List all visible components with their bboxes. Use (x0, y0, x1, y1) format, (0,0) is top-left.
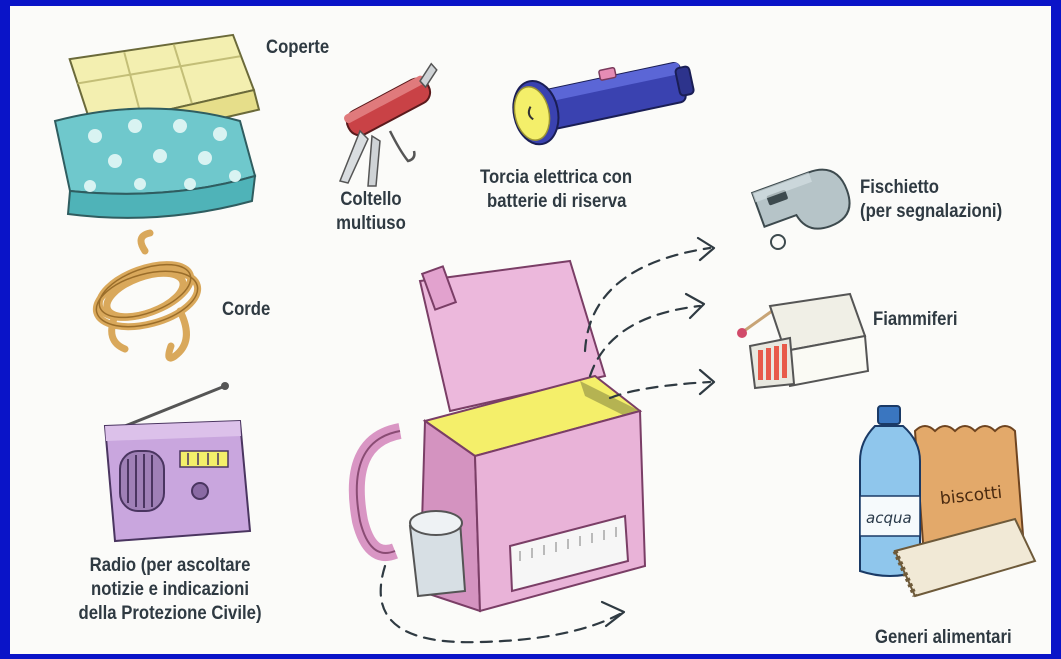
matchbox-icon (737, 292, 870, 390)
label-whistle-line1: Fischietto (860, 177, 939, 198)
label-knife-line2: multiuso (336, 213, 406, 234)
arrowhead-whistle (696, 236, 716, 262)
label-matches: Fiammiferi (873, 309, 958, 330)
illustration-frame: Coperte Coltello multiuso Torcia elettri… (10, 6, 1051, 654)
multitool-knife-icon (338, 62, 438, 187)
label-blankets: Coperte (266, 37, 330, 58)
arrow-to-food (608, 380, 712, 400)
label-radio-line1: Radio (per ascoltare (89, 555, 251, 576)
label-whistle-line2: (per segnalazioni) (860, 201, 1003, 222)
label-flashlight-line1: Torcia elettrica con (480, 167, 633, 188)
label-flashlight-line2: batterie di riserva (487, 191, 627, 212)
dashed-arrows (379, 236, 716, 644)
backpack-icon (348, 259, 647, 613)
flashlight-icon (512, 61, 695, 146)
label-radio: Radio (per ascoltare notizie e indicazio… (38, 554, 302, 626)
whistle-icon (750, 168, 851, 250)
label-knife: Coltello multiuso (331, 188, 410, 236)
rope-coil-icon (92, 229, 202, 362)
label-knife-line1: Coltello (340, 189, 402, 210)
arrow-around-bag (379, 564, 622, 644)
food-supplies-icon: biscotti acqua (859, 405, 1037, 598)
radio-icon (103, 382, 252, 543)
arrowhead-matches (684, 292, 706, 320)
arrow-to-matches (588, 304, 702, 378)
arrowhead-bag (600, 600, 626, 628)
label-radio-line2: notizie e indicazioni (91, 579, 249, 600)
label-whistle: Fischietto (per segnalazioni) (860, 176, 1002, 224)
label-ropes: Corde (222, 299, 271, 320)
water-text: acqua (866, 509, 912, 527)
label-food: Generi alimentari (875, 627, 1012, 648)
label-flashlight: Torcia elettrica con batterie di riserva (480, 166, 632, 214)
label-radio-line3: della Protezione Civile) (78, 603, 262, 624)
blankets-icon (53, 33, 261, 219)
arrowhead-food (698, 368, 716, 396)
arrow-to-whistle (583, 246, 712, 353)
